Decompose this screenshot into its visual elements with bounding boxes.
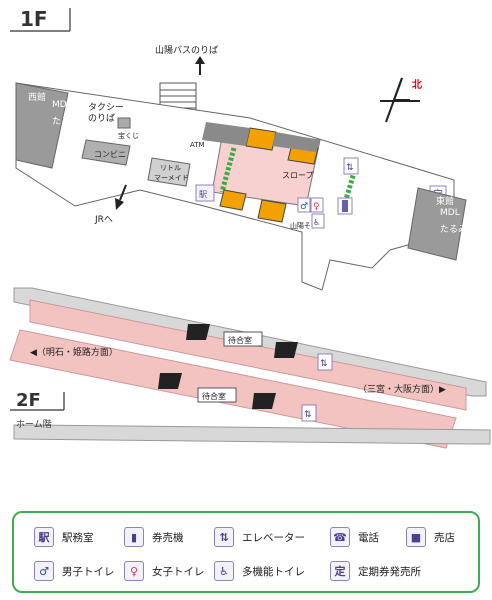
women-toilet-icon: ♀	[310, 197, 324, 213]
waiting-room-upper: 待合室	[223, 331, 263, 347]
svg-text:JRへ: JRへ	[94, 215, 113, 225]
legend-item-commuter-pass: 定 定期券発売所	[330, 561, 421, 581]
little-mermaid-shop	[147, 157, 191, 187]
svg-text:（三宮・大阪方面）▶: （三宮・大阪方面）▶	[358, 383, 446, 395]
svg-text:1F: 1F	[20, 7, 48, 31]
svg-text:たるみ: たるみ	[52, 116, 79, 127]
svg-text:待合室: 待合室	[228, 335, 252, 345]
legend-item-men-toilet: ♂ 男子トイレ	[34, 561, 115, 581]
west-building	[15, 82, 69, 169]
svg-text:山陽バスのりば: 山陽バスのりば	[155, 45, 218, 56]
svg-text:♿: ♿	[313, 218, 320, 227]
floor-2f-label: 2F ホーム階	[10, 390, 65, 430]
platform-elevator-icon-2: ⇅	[301, 404, 317, 422]
commuter-pass-icon: 定	[330, 561, 350, 581]
station-office-icon: 駅	[34, 527, 54, 547]
men-toilet-icon: ♂	[297, 197, 311, 213]
north-arrow: 北	[380, 77, 422, 123]
svg-text:タクシー: タクシー	[88, 102, 124, 113]
svg-text:⇅: ⇅	[320, 359, 328, 369]
station-office-icon: 駅	[195, 184, 215, 202]
phone-icon: ☎	[330, 527, 350, 547]
waiting-room-lower: 待合室	[197, 387, 237, 403]
platform-elevator-icon: ⇅	[317, 353, 333, 371]
bus-direction: 山陽バスのりば	[155, 45, 218, 75]
svg-text:マーメイド: マーメイド	[154, 174, 189, 182]
svg-text:西館: 西館	[28, 91, 46, 103]
svg-text:のりば: のりば	[88, 113, 115, 124]
ticket-machine-icon	[337, 197, 353, 215]
svg-text:♀: ♀	[313, 202, 320, 212]
svg-text:◀（明石・姫路方面）: ◀（明石・姫路方面）	[30, 346, 118, 358]
svg-text:コンビニ: コンビニ	[94, 150, 126, 159]
svg-text:⇅: ⇅	[346, 163, 354, 173]
men-toilet-icon: ♂	[34, 561, 54, 581]
svg-text:待合室: 待合室	[202, 391, 226, 401]
svg-text:北: 北	[412, 78, 422, 91]
legend-item-phone: ☎ 電話	[330, 527, 379, 547]
east-building	[407, 187, 467, 261]
svg-text:MDL: MDL	[440, 208, 460, 218]
svg-text:リトル: リトル	[160, 164, 181, 172]
svg-text:⇅: ⇅	[304, 410, 312, 420]
svg-text:ホーム階: ホーム階	[16, 419, 52, 430]
elevator-icon: ⇅	[214, 527, 234, 547]
legend-item-women-toilet: ♀ 女子トイレ	[124, 561, 205, 581]
accessible-toilet-icon: ♿	[214, 561, 234, 581]
svg-text:たるみ: たるみ	[440, 224, 467, 235]
floor-1f-label: 1F	[10, 7, 71, 32]
svg-text:♂: ♂	[300, 202, 308, 212]
svg-text:駅: 駅	[199, 190, 207, 199]
legend-item-station-office: 駅 駅務室	[34, 527, 94, 547]
conbini-shop	[81, 139, 131, 166]
elevator-icon: ⇅	[343, 157, 359, 175]
svg-text:宝くじ: 宝くじ	[118, 131, 139, 140]
svg-text:山陽そば: 山陽そば	[290, 221, 318, 230]
women-toilet-icon: ♀	[124, 561, 144, 581]
platform-stairs	[158, 324, 298, 409]
svg-text:東館: 東館	[436, 195, 454, 207]
platform-2f: ◀（明石・姫路方面） （三宮・大阪方面）▶	[9, 287, 491, 449]
legend: 駅 駅務室 ▮ 券売機 ⇅ エレベーター ☎ 電話 ■ 売店 ♂ 男子トイレ ♀…	[12, 511, 480, 593]
legend-item-ticket-machine: ▮ 券売機	[124, 527, 184, 547]
accessible-toilet-icon: ♿	[311, 213, 325, 229]
svg-text:ATM: ATM	[190, 141, 205, 149]
ticket-machine-icon: ▮	[124, 527, 144, 547]
svg-text:MDL: MDL	[52, 100, 72, 110]
legend-item-accessible-toilet: ♿ 多機能トイレ	[214, 561, 305, 581]
svg-text:2F: 2F	[16, 390, 41, 411]
legend-item-elevator: ⇅ エレベーター	[214, 527, 305, 547]
shop-icon: ■	[406, 527, 426, 547]
legend-item-shop: ■ 売店	[406, 527, 455, 547]
svg-text:スロープ: スロープ	[282, 171, 314, 180]
